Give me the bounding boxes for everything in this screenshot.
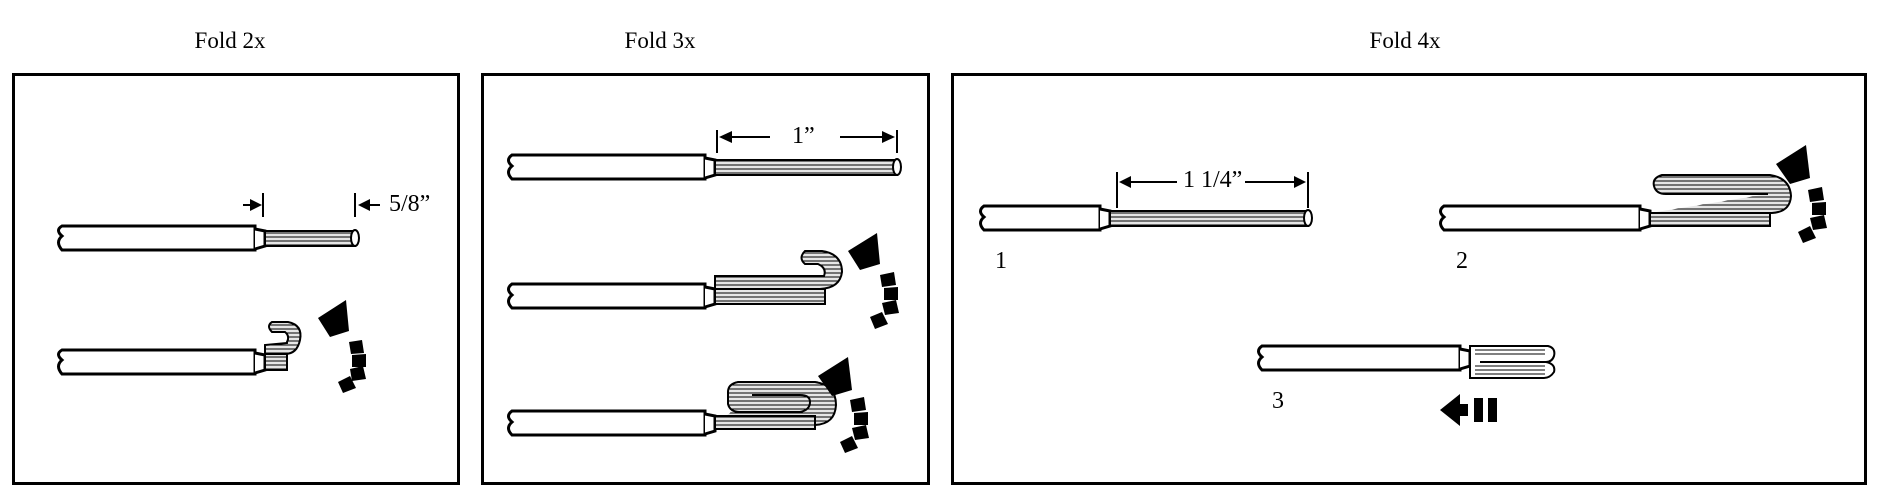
wire-icon <box>507 250 844 310</box>
dimension-label-5-8: 5/8” <box>389 191 431 217</box>
dimension-label-1: 1” <box>792 123 815 149</box>
panel-fold-4x <box>951 73 1867 485</box>
bend-arrow-icon <box>318 300 366 393</box>
panel-fold-2x <box>12 73 460 485</box>
wire-icon <box>57 321 302 376</box>
step-label-3: 3 <box>1272 388 1284 414</box>
step-label-1: 1 <box>995 248 1007 274</box>
panel-title-fold-2x: Fold 2x <box>194 28 266 53</box>
push-arrow-icon <box>1440 394 1497 426</box>
panel-title-fold-3x: Fold 3x <box>624 28 696 53</box>
dimension-arrow-icon <box>243 193 380 217</box>
panel-title-fold-4x: Fold 4x <box>1369 28 1441 53</box>
dimension-arrow-icon <box>716 130 898 153</box>
bend-arrow-icon <box>848 233 899 329</box>
step-label-2: 2 <box>1456 248 1468 274</box>
wire-icon <box>507 153 902 181</box>
wire-icon <box>57 224 360 252</box>
wire-icon <box>979 204 1313 232</box>
dimension-arrow-icon <box>1116 172 1309 208</box>
dimension-label-1-1-4: 1 1/4” <box>1183 167 1243 193</box>
wire-icon <box>1257 344 1556 379</box>
wire-icon <box>1439 174 1793 232</box>
bend-arrow-icon <box>1776 145 1827 243</box>
wire-icon <box>507 381 838 437</box>
bend-arrow-icon <box>818 357 869 453</box>
